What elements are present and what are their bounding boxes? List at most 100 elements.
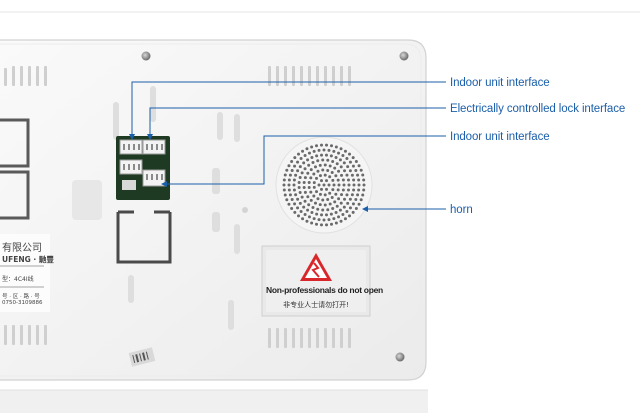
- grille-hole: [288, 173, 292, 177]
- product-label: [0, 234, 50, 312]
- grille-hole: [337, 183, 341, 187]
- grille-hole: [298, 201, 302, 205]
- grille-hole: [328, 191, 332, 195]
- grille-hole: [320, 179, 323, 183]
- grille-hole: [292, 178, 296, 182]
- grille-hole: [312, 149, 316, 153]
- warning-sticker: [261, 245, 371, 317]
- grille-hole: [307, 163, 311, 167]
- grille-hole: [356, 193, 360, 197]
- grille-hole: [345, 193, 349, 197]
- grille-hole: [311, 205, 315, 209]
- callout-horn: horn: [450, 204, 473, 216]
- grille-hole: [292, 188, 296, 192]
- grille-hole: [356, 173, 360, 177]
- grille-hole: [309, 168, 313, 172]
- grille-hole: [283, 173, 287, 177]
- grille-hole: [287, 178, 291, 182]
- grille-hole: [348, 197, 352, 201]
- grille-hole: [287, 202, 291, 206]
- grille-hole: [324, 213, 328, 217]
- grille-hole: [285, 198, 289, 202]
- grille-hole: [325, 187, 328, 191]
- grille-hole: [348, 169, 352, 173]
- grille-hole: [299, 157, 303, 161]
- grille-hole: [302, 161, 306, 165]
- grille-hole: [323, 193, 327, 197]
- grille-hole: [342, 183, 346, 187]
- grille-hole: [309, 198, 313, 202]
- grille-hole: [293, 210, 297, 214]
- grille-hole: [329, 212, 333, 216]
- grille-hole: [357, 164, 361, 168]
- grille-hole: [352, 188, 356, 192]
- barcode-sticker: [128, 347, 156, 367]
- grille-hole: [337, 197, 341, 201]
- grille-hole: [317, 148, 321, 152]
- grille-hole: [337, 169, 341, 173]
- grille-hole: [330, 170, 334, 174]
- grille-hole: [351, 156, 355, 160]
- product-label-company: 有限公司: [2, 243, 42, 254]
- grille-hole: [305, 219, 309, 223]
- grille-hole: [330, 222, 333, 226]
- grille-hole: [293, 156, 297, 160]
- grille-hole: [300, 171, 304, 175]
- grille-hole: [318, 163, 322, 167]
- grille-hole: [362, 183, 366, 187]
- grille-hole: [316, 159, 320, 163]
- grille-hole: [362, 178, 366, 182]
- grille-hole: [351, 202, 355, 206]
- screw-top-left: [141, 51, 151, 61]
- grille-hole: [354, 159, 358, 163]
- grille-hole: [316, 197, 320, 201]
- grille-hole: [310, 221, 314, 225]
- grille-hole: [310, 145, 314, 149]
- grille-hole: [283, 193, 287, 197]
- grille-hole: [303, 212, 307, 216]
- grille-hole: [296, 160, 300, 164]
- grille-hole: [299, 209, 303, 213]
- grille-hole: [336, 188, 340, 192]
- grille-hole: [315, 222, 318, 226]
- mount-bracket-center: [116, 210, 172, 264]
- grille-hole: [340, 173, 344, 177]
- grille-hole: [332, 217, 336, 221]
- grille-hole: [357, 178, 361, 182]
- grille-hole: [361, 173, 365, 177]
- grille-hole: [352, 183, 356, 187]
- embossed-ridges: [72, 86, 248, 330]
- grille-hole: [325, 179, 328, 183]
- grille-hole: [326, 208, 330, 212]
- grille-hole: [346, 165, 350, 169]
- grille-hole: [343, 217, 347, 221]
- grille-hole: [321, 168, 325, 172]
- warning-sticker-title: Non-professionals do not open: [266, 285, 383, 295]
- grille-hole: [310, 156, 314, 160]
- grille-hole: [306, 208, 310, 212]
- grille-hole: [312, 194, 316, 198]
- grille-hole: [333, 200, 337, 204]
- grille-hole: [302, 186, 306, 190]
- grille-hole: [317, 218, 321, 222]
- grille-hole: [325, 223, 329, 227]
- grille-hole: [337, 215, 341, 219]
- grille-hole: [301, 149, 305, 153]
- grille-hole: [306, 158, 310, 162]
- callout-line-indoor-mid: [163, 135, 446, 185]
- grille-hole: [309, 176, 313, 180]
- grille-hole: [343, 169, 347, 173]
- callout-indoor-unit-interface-mid: Indoor unit interface: [450, 131, 550, 143]
- grille-hole: [290, 159, 294, 163]
- grille-hole: [307, 203, 311, 207]
- vent-slots-bottom-left: [4, 325, 47, 345]
- grille-hole: [322, 183, 326, 187]
- grille-hole: [315, 154, 319, 158]
- grille-hole: [341, 178, 345, 182]
- grille-hole: [345, 157, 349, 161]
- grille-hole: [324, 153, 328, 157]
- grille-hole: [342, 161, 346, 165]
- callout-lines: [129, 81, 446, 212]
- grille-hole: [320, 213, 324, 217]
